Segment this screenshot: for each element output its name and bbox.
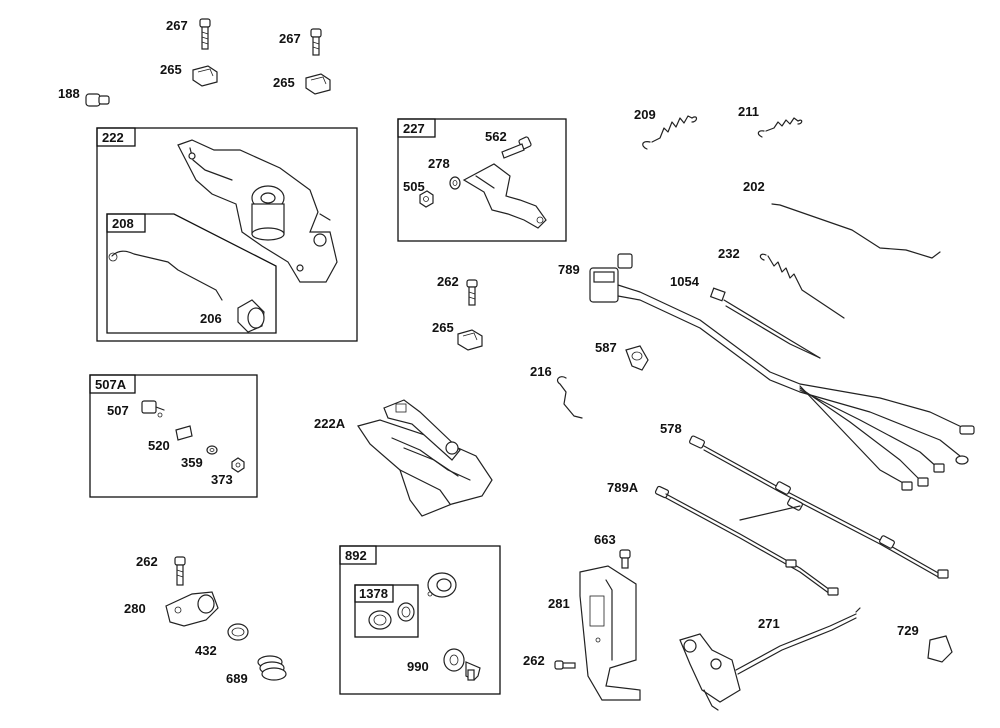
callout-507: 507 <box>107 403 129 418</box>
spring-689 <box>257 655 287 681</box>
callout-278: 278 <box>428 156 450 171</box>
callout-578: 578 <box>660 421 682 436</box>
key-990 <box>443 648 481 681</box>
cable-789A <box>654 485 839 596</box>
group-507A-frame: 507A <box>89 374 258 498</box>
bolt-267-right <box>310 28 322 56</box>
bolt-262-left <box>174 556 186 586</box>
rod-208 <box>108 250 223 301</box>
group-208-frame: 208 <box>106 213 277 334</box>
callout-211: 211 <box>738 104 759 119</box>
callout-labels: 267 267 265 265 188 206 562 278 505 209 … <box>58 18 919 686</box>
group-227-frame: 227 <box>397 118 567 242</box>
callout-359: 359 <box>181 455 203 470</box>
callout-281: 281 <box>548 596 570 611</box>
callout-262-lower: 262 <box>523 653 545 668</box>
callout-689: 689 <box>226 671 248 686</box>
group-222-label: 222 <box>102 130 124 145</box>
callout-789A: 789A <box>607 480 639 495</box>
lever-227 <box>462 163 547 229</box>
clamp-587 <box>625 345 649 371</box>
bracket-520 <box>175 425 193 441</box>
ring-432 <box>227 623 249 641</box>
group-1378-label: 1378 <box>359 586 388 601</box>
bolt-262-mid <box>466 279 478 306</box>
wire-harness-789 <box>589 253 975 491</box>
bolt-663 <box>619 549 631 569</box>
callout-265-mid: 265 <box>432 320 454 335</box>
spring-211 <box>757 117 803 138</box>
bolt-262-lower <box>554 660 576 670</box>
callout-432: 432 <box>195 643 217 658</box>
callout-202: 202 <box>743 179 765 194</box>
callout-520: 520 <box>148 438 170 453</box>
nut-505 <box>419 190 434 208</box>
rod-202 <box>771 203 941 259</box>
callout-990: 990 <box>407 659 429 674</box>
cable-578 <box>689 435 949 579</box>
group-892-label: 892 <box>345 548 367 563</box>
bushing-188 <box>85 93 110 107</box>
cap-729 <box>927 635 953 663</box>
callout-206: 206 <box>200 311 222 326</box>
callout-188: 188 <box>58 86 80 101</box>
callout-587: 587 <box>595 340 617 355</box>
group-507A-label: 507A <box>95 377 127 392</box>
cable-tie-1054 <box>709 287 821 359</box>
group-892-frame: 892 <box>339 545 501 695</box>
callout-280: 280 <box>124 601 146 616</box>
switch-507 <box>141 400 165 418</box>
callout-1054: 1054 <box>670 274 700 289</box>
callout-265-left: 265 <box>160 62 182 77</box>
callout-505: 505 <box>403 179 425 194</box>
spring-209 <box>642 115 698 150</box>
ring-1378 <box>368 602 415 630</box>
callout-222A: 222A <box>314 416 346 431</box>
clip-265-left <box>192 65 218 87</box>
callout-267-right: 267 <box>279 31 301 46</box>
pin-562 <box>501 136 532 159</box>
group-1378-frame: 1378 <box>354 584 419 638</box>
bracket-280 <box>165 591 219 627</box>
ignition-switch-892 <box>427 572 457 598</box>
callout-663: 663 <box>594 532 616 547</box>
nut-373 <box>231 457 245 473</box>
washer-278 <box>449 176 461 190</box>
group-227-label: 227 <box>403 121 425 136</box>
callout-262-mid: 262 <box>437 274 459 289</box>
callout-729: 729 <box>897 623 919 638</box>
group-222-frame: 222 <box>96 127 358 342</box>
bracket-281 <box>579 565 641 701</box>
callout-271: 271 <box>758 616 780 631</box>
control-bracket-222 <box>177 139 338 283</box>
clip-265-mid <box>457 329 483 351</box>
callout-562: 562 <box>485 129 507 144</box>
group-208-label: 208 <box>112 216 134 231</box>
washer-359 <box>206 445 218 455</box>
bolt-267-left <box>199 18 211 50</box>
callout-789: 789 <box>558 262 580 277</box>
control-plate-222A <box>357 399 493 517</box>
knob-206 <box>237 299 265 333</box>
callout-209: 209 <box>634 107 656 122</box>
throttle-control-271 <box>679 607 861 711</box>
clip-265-right <box>305 73 331 95</box>
callout-373: 373 <box>211 472 233 487</box>
callout-216: 216 <box>530 364 552 379</box>
callout-232: 232 <box>718 246 740 261</box>
callout-265-right: 265 <box>273 75 295 90</box>
callout-267-left: 267 <box>166 18 188 33</box>
callout-262-left: 262 <box>136 554 158 569</box>
spring-232 <box>759 253 845 319</box>
rod-216 <box>556 376 583 419</box>
